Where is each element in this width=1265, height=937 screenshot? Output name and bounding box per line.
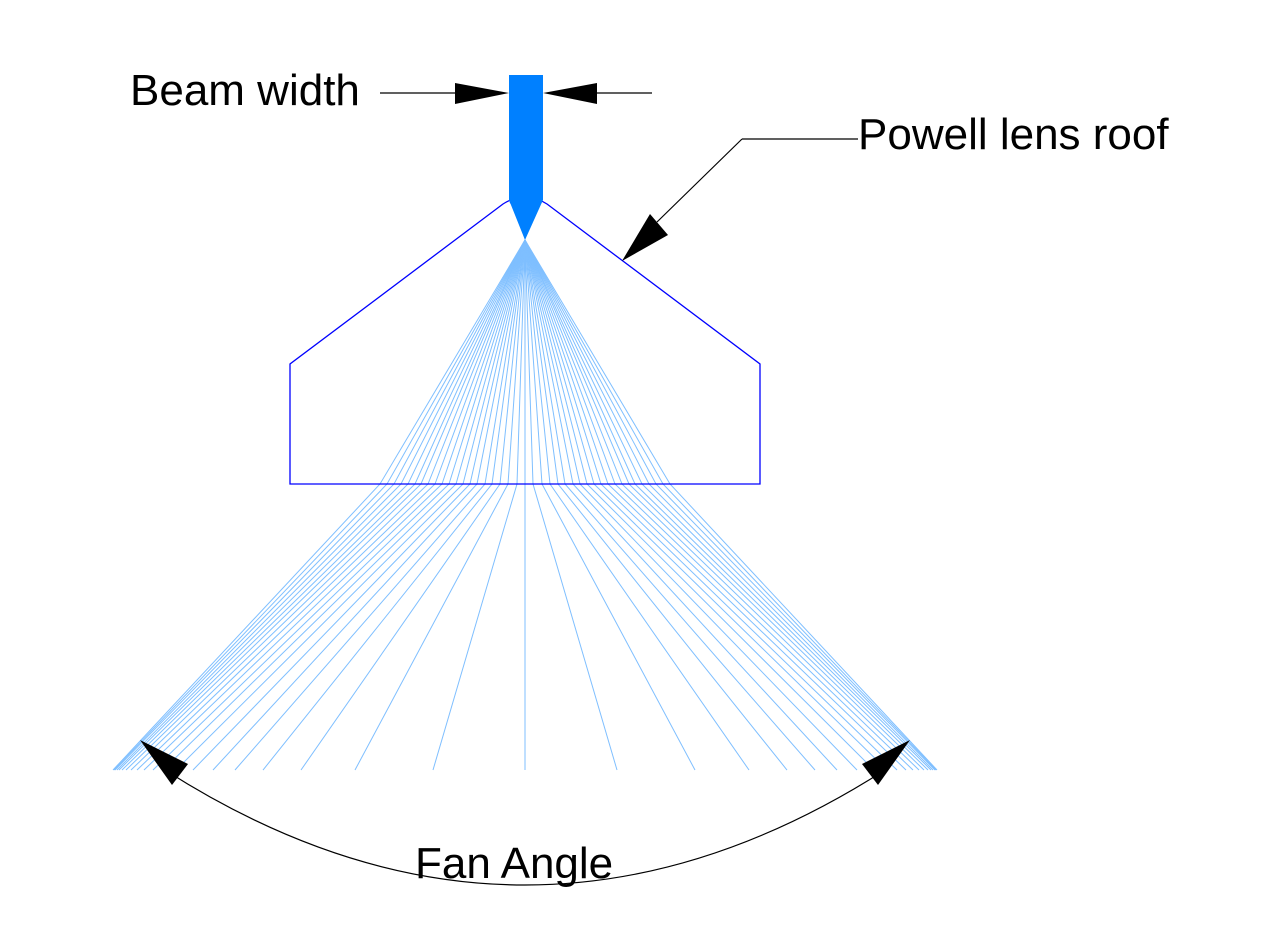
beam-width-dimension <box>380 83 652 104</box>
fan-ray <box>432 239 526 771</box>
laser-beam <box>509 75 543 240</box>
fan-angle-arrow-right <box>862 740 910 785</box>
fan-ray <box>524 239 932 771</box>
fan-ray <box>524 239 618 771</box>
fan-ray <box>125 239 526 771</box>
fan-ray <box>116 239 526 771</box>
fan-ray <box>143 239 526 771</box>
fan-rays <box>112 239 938 771</box>
fan-ray <box>121 239 526 771</box>
fan-ray <box>524 239 898 771</box>
fan-ray <box>524 239 937 771</box>
fan-ray <box>524 239 938 771</box>
beam-width-label: Beam width <box>130 66 360 115</box>
fan-angle-arc <box>164 769 886 886</box>
powell-lens-roof-arrow <box>622 214 668 261</box>
fan-ray <box>118 239 526 771</box>
fan-ray <box>114 239 526 771</box>
fan-ray <box>524 239 925 771</box>
fan-angle-arrow-left <box>140 740 188 785</box>
fan-ray <box>152 239 526 771</box>
fan-ray <box>524 239 875 771</box>
fan-ray <box>175 239 526 771</box>
fan-ray <box>524 239 936 771</box>
fan-ray <box>524 239 888 771</box>
fan-angle-dimension <box>140 740 910 886</box>
fan-ray <box>524 239 929 771</box>
powell-lens-roof-leader <box>622 138 858 261</box>
fan-ray <box>524 239 907 771</box>
fan-ray <box>113 239 526 771</box>
fan-angle-label: Fan Angle <box>415 839 613 888</box>
fan-ray <box>112 239 526 771</box>
beam-width-arrow-left <box>455 83 509 104</box>
fan-ray <box>524 239 934 771</box>
powell-lens-roof-label: Powell lens roof <box>858 110 1169 159</box>
fan-ray <box>162 239 526 771</box>
beam-width-arrow-right <box>543 83 597 104</box>
